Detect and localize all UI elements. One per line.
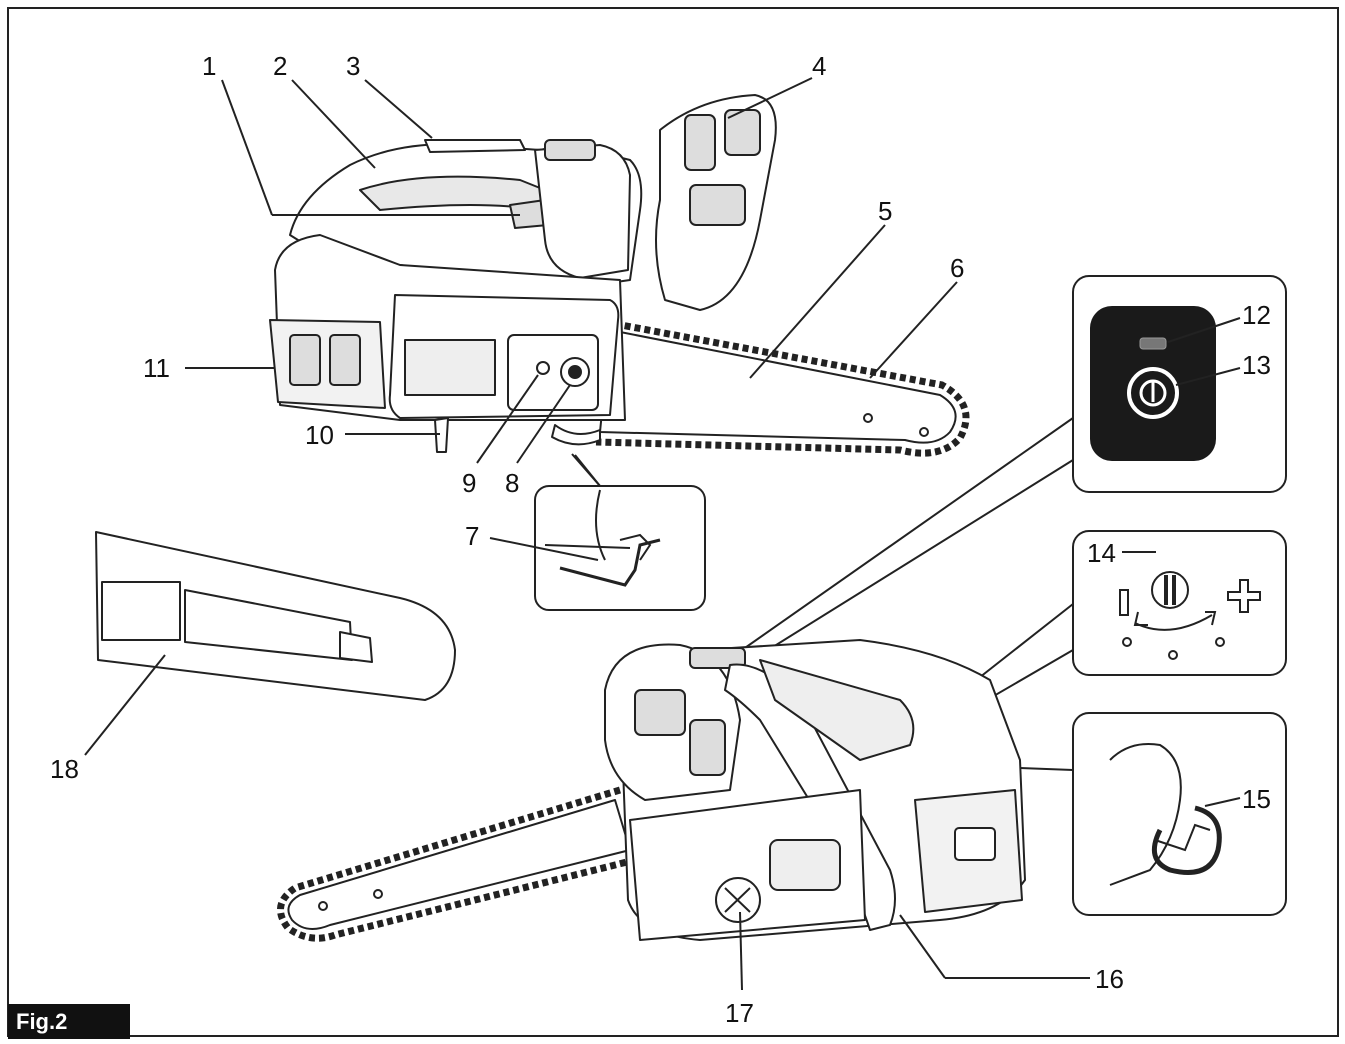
minus-mark bbox=[1119, 589, 1129, 616]
callout-4: 4 bbox=[812, 51, 826, 81]
front-window bbox=[769, 839, 841, 891]
battery-button bbox=[954, 827, 996, 861]
chainsaw-side-view bbox=[269, 94, 970, 457]
arrow-head-right bbox=[1205, 611, 1217, 626]
callout-15: 15 bbox=[1242, 784, 1271, 814]
callout-2: 2 bbox=[273, 51, 287, 81]
power-symbol-icon bbox=[1139, 379, 1167, 407]
guard-cutout-1 bbox=[684, 114, 716, 171]
dot-right bbox=[1215, 637, 1225, 647]
callout-11: 11 bbox=[143, 353, 170, 383]
bar-hole bbox=[863, 413, 873, 423]
inset-leader-bottom bbox=[751, 459, 1074, 661]
lock-off-lever bbox=[424, 139, 526, 153]
lower-bar-hole-1 bbox=[318, 901, 328, 911]
tension-screw bbox=[536, 361, 550, 375]
dot-left bbox=[1122, 637, 1132, 647]
callout-13: 13 bbox=[1242, 350, 1271, 380]
callout-leaders bbox=[84, 77, 1241, 991]
cover-panel bbox=[404, 339, 496, 396]
leader-6 bbox=[869, 281, 958, 379]
guide-bar-cover bbox=[95, 531, 456, 701]
callout-3: 3 bbox=[346, 51, 360, 81]
inset-7-edge bbox=[544, 544, 631, 549]
callout-7: 7 bbox=[465, 521, 479, 551]
figure-label: Fig.2 bbox=[8, 1004, 130, 1039]
callout-1: 1 bbox=[202, 51, 216, 81]
oil-adjust-dial bbox=[1151, 571, 1189, 609]
indicator-lamp bbox=[1139, 337, 1167, 350]
callout-9: 9 bbox=[462, 468, 476, 498]
callout-6: 6 bbox=[950, 253, 964, 283]
detail-inset-7 bbox=[534, 453, 706, 611]
callout-12: 12 bbox=[1242, 300, 1271, 330]
cover-notch bbox=[339, 631, 373, 663]
leader-8 bbox=[516, 384, 571, 464]
lower-rear-grip bbox=[759, 659, 915, 761]
inset-7-bolt bbox=[619, 533, 652, 561]
arrow-head-left bbox=[1133, 611, 1148, 626]
top-handle-block bbox=[534, 144, 631, 279]
inset-7-curve bbox=[595, 489, 606, 561]
callout-10: 10 bbox=[305, 420, 334, 450]
leader-13 bbox=[1175, 367, 1241, 386]
leader-7 bbox=[489, 537, 599, 561]
leader-17 bbox=[739, 911, 743, 991]
detail-inset-oiler bbox=[1072, 530, 1287, 676]
inset-7-part bbox=[559, 538, 661, 587]
callout-5: 5 bbox=[878, 196, 892, 226]
hook-leader bbox=[1019, 767, 1074, 771]
bar-tip-hole bbox=[919, 427, 929, 437]
battery-cartridge bbox=[269, 319, 386, 409]
figure-frame bbox=[7, 7, 1339, 1037]
battery-ridge-1 bbox=[289, 334, 321, 386]
callout-18: 18 bbox=[50, 754, 79, 784]
inset-leader-top bbox=[741, 417, 1074, 651]
plus-mark bbox=[1227, 579, 1261, 613]
guard-cutout-3 bbox=[689, 184, 746, 226]
detail-inset-panel bbox=[1072, 275, 1287, 493]
lower-top-button bbox=[689, 647, 746, 669]
leader-18 bbox=[84, 654, 166, 756]
leader-5 bbox=[749, 224, 886, 379]
callout-numbers: 1 2 3 4 5 6 7 8 9 10 11 12 13 14 15 16 1… bbox=[50, 51, 1271, 1028]
leader-15 bbox=[1204, 797, 1241, 807]
leader-12 bbox=[1167, 317, 1241, 343]
cover-window-1 bbox=[101, 581, 181, 641]
lower-guard-cut-2 bbox=[689, 719, 726, 776]
callout-16: 16 bbox=[1095, 964, 1124, 994]
chain-catcher bbox=[434, 417, 449, 453]
leader-16b bbox=[899, 914, 946, 979]
bottom-spike bbox=[551, 424, 601, 446]
leader-4 bbox=[727, 77, 813, 119]
lower-guide-bar bbox=[287, 799, 631, 930]
inset-7-leader-b bbox=[574, 454, 601, 487]
knob-inner bbox=[568, 365, 582, 379]
top-button bbox=[544, 139, 596, 161]
callout-8: 8 bbox=[505, 468, 519, 498]
lower-saw-chain bbox=[277, 786, 636, 942]
dot-mid bbox=[1168, 650, 1178, 660]
lock-knob-cross bbox=[724, 887, 751, 913]
leader-1 bbox=[221, 79, 273, 216]
lower-bar-hole-2 bbox=[373, 889, 383, 899]
leader-3 bbox=[364, 79, 433, 139]
hook-housing bbox=[1109, 743, 1182, 886]
lower-guard-cut-1 bbox=[634, 689, 686, 736]
inset-hook-frame bbox=[1072, 712, 1287, 916]
leader-9 bbox=[476, 374, 539, 464]
detail-inset-hook bbox=[1072, 712, 1287, 916]
belt-hook bbox=[1151, 805, 1222, 875]
battery-ridge-2 bbox=[329, 334, 361, 386]
callout-17: 17 bbox=[725, 998, 754, 1028]
saw-chain bbox=[595, 318, 970, 457]
callout-14: 14 bbox=[1087, 538, 1116, 568]
chainsaw-front-view bbox=[277, 639, 1026, 942]
front-panel bbox=[629, 789, 866, 941]
hook-detail bbox=[1154, 823, 1211, 852]
leader-2 bbox=[291, 79, 376, 169]
